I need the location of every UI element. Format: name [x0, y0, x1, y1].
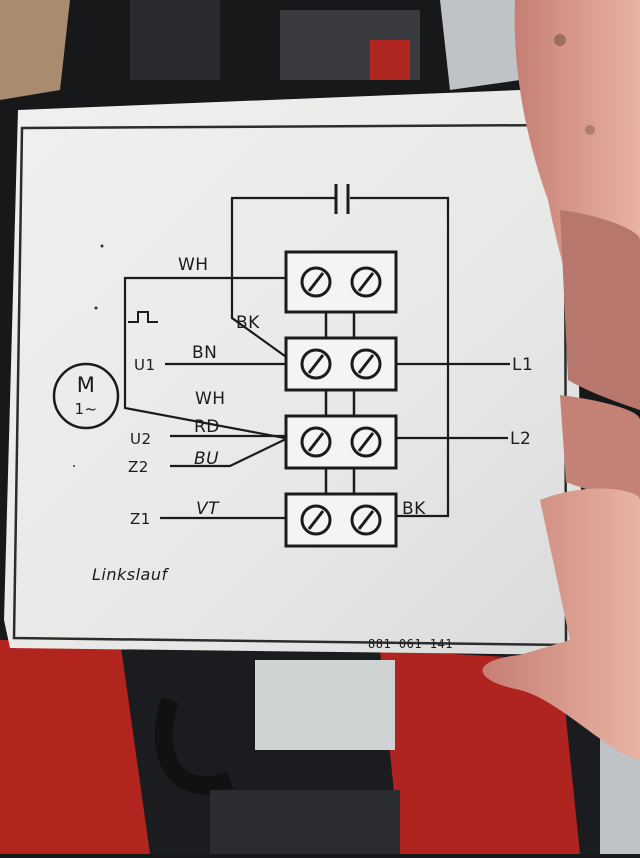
- label-u2: U2: [130, 430, 152, 448]
- label-z1: Z1: [130, 510, 151, 528]
- finger-lower: [560, 395, 640, 500]
- terminal-block-4: [286, 494, 396, 546]
- label-bu: BU: [194, 449, 219, 469]
- label-l2: L2: [510, 429, 531, 449]
- label-vt: VT: [196, 499, 220, 519]
- label-l1: L1: [512, 355, 533, 375]
- terminal-block-2: [286, 338, 396, 390]
- terminal-block-3: [286, 416, 396, 468]
- caption-rotation: Linkslauf: [92, 565, 169, 584]
- wood-block: [0, 0, 70, 100]
- label-u1: U1: [134, 356, 156, 374]
- label-z2: Z2: [128, 458, 149, 476]
- terminal-block-1: [286, 252, 396, 312]
- motor-phase: 1~: [74, 400, 97, 418]
- label-rd: RD: [194, 417, 220, 437]
- motor-letter: M: [77, 373, 96, 397]
- part-number: 881 061 141: [368, 637, 453, 651]
- label-wh-top: WH: [178, 255, 209, 275]
- finger-middle: [560, 210, 640, 410]
- label-bn: BN: [192, 343, 217, 363]
- label-bk-top: BK: [236, 313, 260, 333]
- label-wh-mid: WH: [195, 389, 226, 409]
- label-bk-bottom: BK: [402, 499, 426, 519]
